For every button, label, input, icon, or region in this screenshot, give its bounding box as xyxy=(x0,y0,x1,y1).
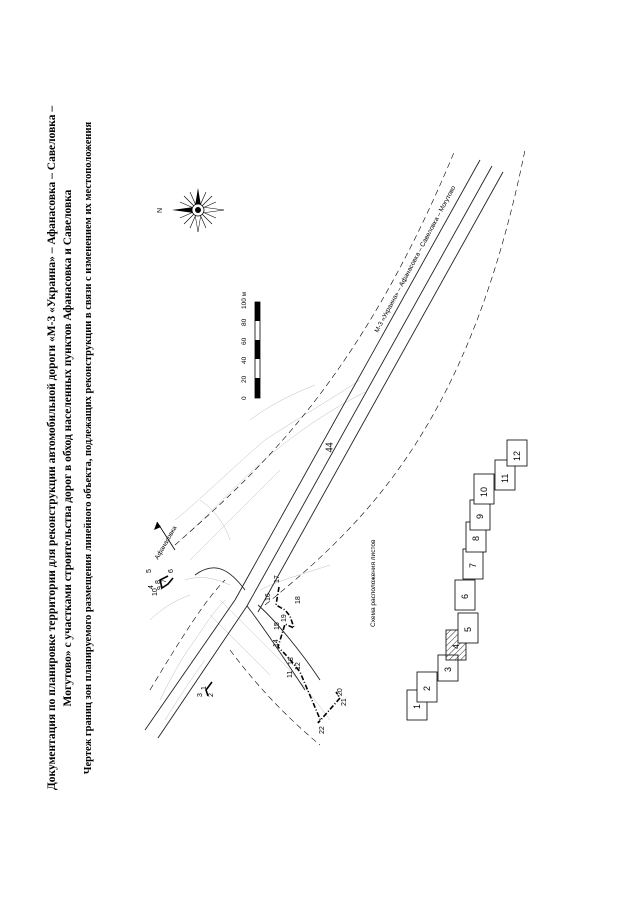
sheet-number: 12 xyxy=(512,451,522,461)
sheet-number: 9 xyxy=(475,514,485,519)
point-label: 2 xyxy=(208,693,215,697)
point-label: 13 xyxy=(288,657,295,665)
sheet-number: 1 xyxy=(412,704,422,709)
point-label: 8 xyxy=(155,580,162,584)
sheet-number: 11 xyxy=(500,474,510,483)
sheet-number: 8 xyxy=(471,536,481,541)
sheet-9: 9 xyxy=(469,499,491,531)
scale-tick-label: 60 xyxy=(241,337,248,345)
point-label: 4 xyxy=(148,585,155,589)
sheet-11: 11 xyxy=(494,459,516,491)
zone-boundary xyxy=(159,575,342,724)
sheet-number: 3 xyxy=(443,667,453,672)
sheet-number: 10 xyxy=(479,487,489,497)
sheet-7: 7 xyxy=(462,548,484,580)
sheet-number: 7 xyxy=(468,563,478,568)
point-label: 18 xyxy=(295,596,302,604)
point-label: 3 xyxy=(197,693,204,697)
scale-bar: 0 20 40 60 80 100 м xyxy=(241,291,261,400)
sheet-10: 10 xyxy=(473,473,495,505)
scale-tick-label: 40 xyxy=(241,356,248,364)
point-label: 19 xyxy=(281,614,288,622)
sheet-6: 6 xyxy=(454,579,476,611)
scale-tick-label: 100 м xyxy=(241,291,248,309)
point-label: 5 xyxy=(146,569,153,573)
point-label: 22 xyxy=(319,726,326,734)
point-label: 12 xyxy=(295,662,302,670)
scale-tick-label: 20 xyxy=(241,375,248,383)
point-label: 15 xyxy=(274,622,281,630)
point-label: 14 xyxy=(273,639,280,647)
sheet-12: 12 xyxy=(506,439,528,467)
road-label: М-3 «Украина» – Афанасовка – Савеловка –… xyxy=(374,184,458,333)
sheet-layout-scheme: Схема расположения листов 1 2 3 4 5 6 7 … xyxy=(370,439,528,721)
terrain-shading xyxy=(149,379,366,721)
compass-rose: N xyxy=(157,188,225,233)
sheet-layout-caption: Схема расположения листов xyxy=(370,539,377,627)
sheet-number: 6 xyxy=(460,594,470,599)
point-label: 6 xyxy=(168,569,175,573)
direction-arrow: Афанасовка xyxy=(154,521,179,561)
scale-tick-label: 80 xyxy=(241,318,248,326)
direction-label: Афанасовка xyxy=(154,525,179,561)
sheet-number: 5 xyxy=(463,627,473,632)
boundary-point-labels: 1 2 3 4 5 6 7 8 9 10 11 12 13 14 15 16 1… xyxy=(146,569,348,734)
sheet-number: 2 xyxy=(422,686,432,691)
sheet-5: 5 xyxy=(457,612,479,644)
main-road xyxy=(144,159,504,739)
corridor-limits xyxy=(149,149,526,746)
compass-north-label: N xyxy=(157,208,164,213)
point-label: 10 xyxy=(152,588,159,596)
point-label: 11 xyxy=(287,671,294,678)
sheet-number: 4 xyxy=(451,644,461,649)
point-label: 20 xyxy=(337,688,344,696)
point-label: 17 xyxy=(274,575,281,583)
sheet-2: 2 xyxy=(416,671,438,703)
point-label: 21 xyxy=(341,698,348,706)
point-label: 1 xyxy=(201,686,208,690)
scale-tick-label: 0 xyxy=(241,396,248,400)
point-label: 9 xyxy=(157,586,164,590)
point-label: 7 xyxy=(161,579,168,583)
point-label: 16 xyxy=(265,593,272,601)
